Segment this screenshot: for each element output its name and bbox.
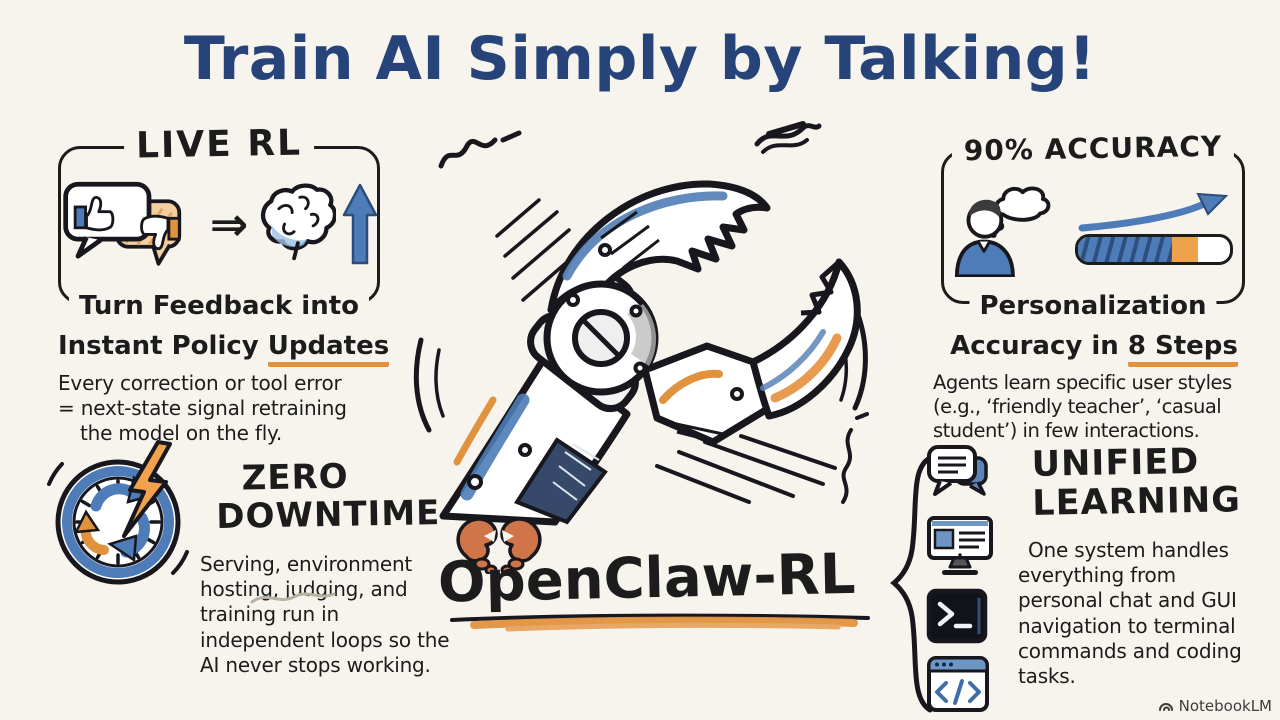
zero-downtime-body-line: independent loops so the bbox=[200, 627, 450, 652]
live-rl-body-line: = next-state signal retraining bbox=[58, 395, 347, 420]
pencil-squiggle bbox=[248, 586, 340, 610]
section-live-rl: LIVE RL bbox=[58, 122, 390, 445]
zero-downtime-body-line: hosting, judging, and bbox=[200, 577, 408, 602]
live-rl-caption-line1: Turn Feedback into bbox=[69, 291, 369, 321]
zero-downtime-body: Serving, environment hosting, judging, a… bbox=[200, 552, 450, 678]
progress-fill-orange bbox=[1172, 236, 1199, 262]
live-rl-icon-row: ⇒ bbox=[60, 149, 378, 273]
unified-learning-body-line: tasks. bbox=[1018, 663, 1076, 688]
rising-arrow-icon bbox=[1075, 192, 1233, 232]
watermark: NotebookLM bbox=[1158, 697, 1272, 715]
accuracy-bar-wrap bbox=[1075, 192, 1233, 265]
crab-claws-icon bbox=[452, 510, 546, 574]
accuracy-heading: 90% ACCURACY bbox=[951, 129, 1235, 168]
lightning-bolt-icon bbox=[122, 440, 172, 538]
clock-sync-icon bbox=[40, 436, 200, 598]
unified-learning-body-line: everything from bbox=[1018, 563, 1176, 588]
live-rl-frame: LIVE RL bbox=[58, 122, 380, 321]
marker-underline bbox=[438, 611, 880, 633]
section-accuracy: 90% ACCURACY bbox=[933, 129, 1255, 444]
progress-bar bbox=[1075, 233, 1233, 265]
watermark-text: NotebookLM bbox=[1178, 697, 1272, 715]
live-rl-caption-line2: Instant Policy Updates bbox=[58, 331, 390, 367]
unified-learning-heading-line2: LEARNING bbox=[1031, 480, 1242, 525]
product-name: OpenClaw-RL bbox=[437, 541, 857, 616]
accuracy-body: Agents learn specific user styles (e.g.,… bbox=[933, 371, 1255, 444]
accuracy-body-line: (e.g., ‘friendly teacher’, ‘casual bbox=[933, 395, 1222, 419]
unified-learning-body-line: navigation to terminal bbox=[1018, 613, 1236, 638]
unified-learning-body-line: One system handles bbox=[1028, 538, 1229, 562]
code-window-icon bbox=[926, 655, 994, 713]
live-rl-caption-line2-prefix: Instant Policy bbox=[58, 331, 268, 361]
page-title: Train AI Simply by Talking! bbox=[183, 24, 1097, 94]
zero-downtime-body-line: Serving, environment bbox=[200, 552, 413, 576]
accuracy-caption-line2-prefix: Accuracy in bbox=[950, 331, 1128, 361]
live-rl-caption-underlined: Updates bbox=[267, 331, 390, 367]
zero-downtime-body-line: training run in bbox=[200, 602, 340, 627]
zero-downtime-body-line: AI never stops working. bbox=[200, 652, 431, 677]
unified-learning-body: One system handles everything from perso… bbox=[1018, 538, 1242, 689]
live-rl-heading: LIVE RL bbox=[123, 122, 315, 167]
chat-bubbles-icon bbox=[926, 444, 994, 504]
product-block: OpenClaw-RL bbox=[437, 510, 880, 633]
unified-learning-body-line: personal chat and GUI bbox=[1018, 588, 1237, 613]
up-arrow-icon bbox=[342, 181, 378, 267]
claw-sketch bbox=[405, 100, 880, 530]
accuracy-caption-line2: Accuracy in 8 Steps bbox=[933, 331, 1255, 367]
accuracy-frame: 90% ACCURACY bbox=[941, 129, 1245, 321]
progress-fill-blue bbox=[1078, 236, 1173, 262]
live-rl-body-line: Every correction or tool error bbox=[58, 371, 342, 395]
brain-icon bbox=[256, 182, 337, 266]
double-arrow-icon: ⇒ bbox=[209, 197, 249, 251]
notebooklm-logo-icon bbox=[1158, 698, 1174, 714]
curly-brace-icon bbox=[890, 452, 934, 716]
live-rl-body: Every correction or tool error = next-st… bbox=[58, 371, 380, 445]
live-rl-body-line: the model on the fly. bbox=[80, 420, 283, 445]
terminal-icon bbox=[926, 588, 994, 644]
gui-monitor-icon bbox=[926, 515, 994, 577]
accuracy-icon-row bbox=[944, 153, 1242, 277]
person-thinking-icon bbox=[953, 179, 1069, 277]
unified-learning-body-line: commands and coding bbox=[1018, 638, 1242, 663]
thumbs-feedback-bubbles-icon bbox=[60, 175, 202, 273]
accuracy-caption-line1: Personalization bbox=[969, 291, 1217, 321]
accuracy-caption-underlined: 8 Steps bbox=[1127, 331, 1238, 367]
unified-learning-heading-line1: UNIFIED bbox=[1031, 441, 1200, 485]
accuracy-body-line: Agents learn specific user styles bbox=[933, 371, 1232, 394]
unified-learning-heading: UNIFIED LEARNING bbox=[1031, 442, 1241, 524]
unified-learning-icon-column bbox=[926, 444, 994, 713]
accuracy-body-line: student’) in few interactions. bbox=[933, 419, 1200, 443]
